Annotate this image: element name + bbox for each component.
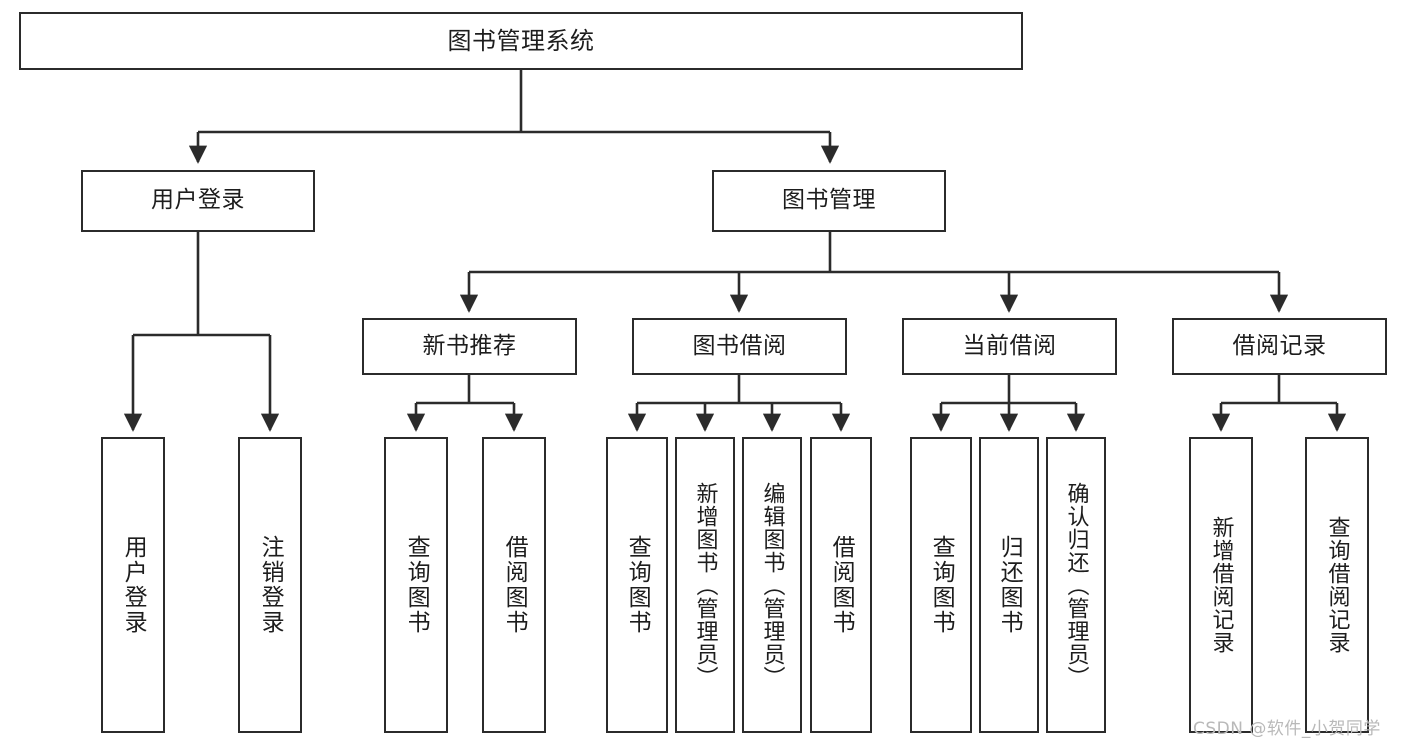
node-label: 查询图书 <box>403 535 430 635</box>
node-label: 查询借阅记录 <box>1324 516 1350 654</box>
node-book-borrow[interactable]: 图书借阅 <box>632 318 847 375</box>
node-new-book-recommend[interactable]: 新书推荐 <box>362 318 577 375</box>
leaf-confirm-return-admin[interactable]: 确认归还（管理员） <box>1046 437 1106 733</box>
node-label: 当前借阅 <box>962 332 1057 359</box>
node-label: 确认归还（管理员） <box>1063 481 1089 689</box>
leaf-query-borrow-record[interactable]: 查询借阅记录 <box>1305 437 1369 733</box>
node-book-management[interactable]: 图书管理 <box>712 170 946 232</box>
node-label: 借阅图书 <box>501 535 528 635</box>
node-label: 编辑图书（管理员） <box>759 481 785 689</box>
leaf-add-borrow-record[interactable]: 新增借阅记录 <box>1189 437 1253 733</box>
node-label: 借阅记录 <box>1232 332 1327 359</box>
node-label: 注销登录 <box>257 535 284 635</box>
node-label: 图书管理 <box>782 187 876 214</box>
node-label: 用户登录 <box>120 535 147 635</box>
node-current-borrow[interactable]: 当前借阅 <box>902 318 1117 375</box>
leaf-return-books[interactable]: 归还图书 <box>979 437 1039 733</box>
leaf-edit-book-admin[interactable]: 编辑图书（管理员） <box>742 437 802 733</box>
leaf-query-books-current[interactable]: 查询图书 <box>910 437 972 733</box>
node-label: 查询图书 <box>624 535 651 635</box>
leaf-user-login[interactable]: 用户登录 <box>101 437 165 733</box>
leaf-borrow-books-new[interactable]: 借阅图书 <box>482 437 546 733</box>
leaf-add-book-admin[interactable]: 新增图书（管理员） <box>675 437 735 733</box>
leaf-query-books-borrow[interactable]: 查询图书 <box>606 437 668 733</box>
node-label: 用户登录 <box>151 187 245 214</box>
node-label: 归还图书 <box>996 535 1023 635</box>
node-label: 图书管理系统 <box>447 26 595 55</box>
node-label: 新书推荐 <box>422 332 517 359</box>
node-label: 查询图书 <box>928 535 955 635</box>
node-borrow-records[interactable]: 借阅记录 <box>1172 318 1387 375</box>
node-label: 新增图书（管理员） <box>692 481 718 689</box>
csdn-watermark: CSDN @软件_小贺同学 <box>1193 719 1381 739</box>
node-label: 新增借阅记录 <box>1208 516 1234 654</box>
leaf-borrow-books[interactable]: 借阅图书 <box>810 437 872 733</box>
leaf-query-books-new[interactable]: 查询图书 <box>384 437 448 733</box>
leaf-logout[interactable]: 注销登录 <box>238 437 302 733</box>
node-label: 借阅图书 <box>828 535 855 635</box>
node-label: 图书借阅 <box>692 332 787 359</box>
node-root-system[interactable]: 图书管理系统 <box>19 12 1023 70</box>
node-user-login[interactable]: 用户登录 <box>81 170 315 232</box>
